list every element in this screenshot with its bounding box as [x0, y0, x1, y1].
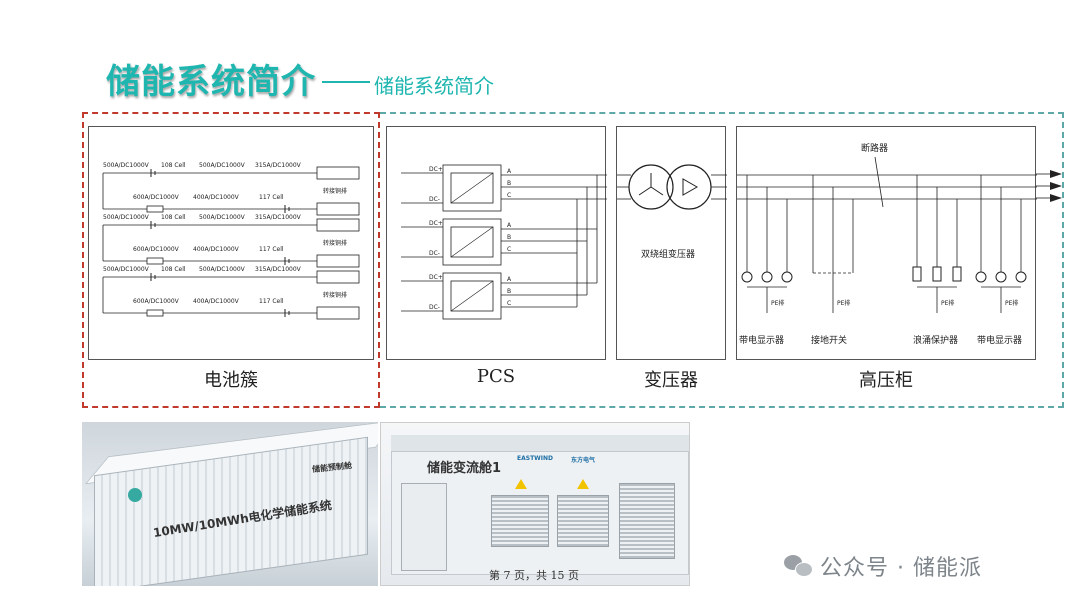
- row3-breaker1: 500A/DC1000V: [103, 266, 150, 273]
- row2-breaker1: 500A/DC1000V: [103, 214, 150, 221]
- logo-icon: [128, 488, 142, 502]
- cabin-brand-1: EASTWIND: [517, 455, 554, 462]
- pcs3-dc-minus: DC-: [429, 304, 440, 311]
- transformer-diagram: 双绕组变压器: [617, 164, 727, 260]
- cabin-vent: [619, 483, 675, 559]
- pcs1-phase-c: C: [507, 192, 511, 199]
- row3-fuse: 600A/DC1000V: [133, 298, 180, 305]
- cabin-vent: [491, 495, 549, 547]
- pcs-diagram: DC+ DC- A B C DC+ DC- A B C: [401, 164, 607, 320]
- container-photo: 10MW/10MWh电化学储能系统 储能预制舱: [82, 422, 378, 586]
- hv-breaker: 断路器: [861, 142, 888, 154]
- pcs1-phase-b: B: [507, 180, 511, 187]
- watermark-text: 公众号 · 储能派: [820, 556, 982, 581]
- indicator-group: PE排 带电显示器: [739, 175, 793, 346]
- row3-cells-top: 108 Cell: [161, 266, 186, 273]
- row2-breaker2: 500A/DC1000V: [199, 214, 246, 221]
- pcs3-phase-a: A: [507, 276, 512, 283]
- title-sub: 储能系统简介: [374, 74, 494, 98]
- row3-breaker2: 500A/DC1000V: [199, 266, 246, 273]
- hv-label: 高压柜: [859, 370, 913, 391]
- pcs2-phase-a: A: [507, 222, 512, 229]
- row2-bus: 转接铜排: [323, 239, 347, 247]
- hv-pe-3: PE排: [941, 299, 954, 307]
- row1-breaker4: 400A/DC1000V: [193, 194, 240, 201]
- pcs3-dc-plus: DC+: [429, 274, 443, 281]
- warning-icon: [515, 479, 527, 489]
- row1-breaker1: 500A/DC1000V: [103, 162, 150, 169]
- pcs1-phase-a: A: [507, 168, 512, 175]
- cabin-brand-2: 东方电气: [571, 457, 596, 464]
- cabin-vent: [557, 495, 609, 547]
- title-dash: [322, 81, 370, 83]
- row1-breaker3: 315A/DC1000V: [255, 162, 302, 169]
- pcs-unit: DC+ DC- A B C: [401, 164, 607, 212]
- row2-cells-bottom: 117 Cell: [259, 246, 284, 253]
- pcs1-dc-plus: DC+: [429, 166, 443, 173]
- row3-breaker4: 400A/DC1000V: [193, 298, 240, 305]
- hv-indicator-2: 带电显示器: [977, 334, 1022, 346]
- hv-indicator-1: 带电显示器: [739, 334, 784, 346]
- row1-breaker2: 500A/DC1000V: [199, 162, 246, 169]
- warning-icon: [577, 479, 589, 489]
- page-note: 第 7 页，共 15 页: [489, 569, 579, 582]
- title-main: 储能系统简介: [106, 62, 316, 102]
- transformer-panel: 双绕组变压器: [616, 126, 727, 360]
- hv-pe-2: PE排: [837, 299, 850, 307]
- pcs-label: PCS: [476, 366, 516, 387]
- row3-breaker3: 315A/DC1000V: [255, 266, 302, 273]
- battery-row: 500A/DC1000V 108 Cell 500A/DC1000V 315A/…: [102, 162, 360, 216]
- row3-bus: 转接铜排: [323, 291, 347, 299]
- hv-pe-1: PE排: [771, 299, 784, 307]
- transformer-type: 双绕组变压器: [641, 248, 695, 260]
- wechat-icon: [784, 555, 813, 577]
- hv-pe-4: PE排: [1005, 299, 1018, 307]
- battery-diagram: 500A/DC1000V 108 Cell 500A/DC1000V 315A/…: [102, 162, 360, 320]
- row1-fuse: 600A/DC1000V: [133, 194, 180, 201]
- hv-grounding: 接地开关: [811, 334, 847, 346]
- pcs-unit: DC+ DC- A B C: [401, 218, 597, 266]
- pcs-panel: DC+ DC- A B C DC+ DC- A B C: [386, 126, 607, 360]
- pcs2-dc-minus: DC-: [429, 250, 440, 257]
- pcs3-phase-b: B: [507, 288, 511, 295]
- pcs1-dc-minus: DC-: [429, 196, 440, 203]
- cabin-photo: 储能变流舱1 EASTWIND 东方电气 第 7 页，共 15 页: [380, 422, 690, 586]
- transformer-label: 变压器: [644, 370, 698, 391]
- slide-title: 储能系统简介 储能系统简介: [106, 54, 494, 103]
- row1-cells-bottom: 117 Cell: [259, 194, 284, 201]
- pcs2-phase-c: C: [507, 246, 511, 253]
- row2-cells-top: 108 Cell: [161, 214, 186, 221]
- cabin-caption: 储能变流舱1: [427, 461, 502, 476]
- system-zone: [380, 112, 1064, 408]
- row2-breaker3: 315A/DC1000V: [255, 214, 302, 221]
- row2-breaker4: 400A/DC1000V: [193, 246, 240, 253]
- grounding-group: PE排 接地开关: [811, 175, 854, 346]
- indicator-group: PE排 带电显示器: [975, 175, 1027, 346]
- battery-panel: 500A/DC1000V 108 Cell 500A/DC1000V 315A/…: [88, 126, 374, 360]
- watermark: 公众号 · 储能派: [784, 550, 982, 582]
- row1-bus: 转接铜排: [323, 187, 347, 195]
- hv-surge: 浪涌保护器: [913, 334, 958, 346]
- row2-fuse: 600A/DC1000V: [133, 246, 180, 253]
- pcs-unit: DC+ DC- A B C: [401, 272, 597, 320]
- cabin-door: [401, 483, 447, 571]
- battery-zone: [82, 112, 380, 408]
- battery-row: 500A/DC1000V 108 Cell 500A/DC1000V 315A/…: [102, 214, 360, 268]
- pcs2-phase-b: B: [507, 234, 511, 241]
- row1-cells-top: 108 Cell: [161, 162, 186, 169]
- hv-diagram: 断路器 PE排 带电显示器 PE排 接地开关: [737, 142, 1037, 346]
- battery-label: 电池簇: [204, 370, 258, 391]
- pcs2-dc-plus: DC+: [429, 220, 443, 227]
- surge-group: PE排 浪涌保护器: [912, 175, 962, 346]
- hv-panel: 断路器 PE排 带电显示器 PE排 接地开关: [736, 126, 1037, 360]
- row3-cells-bottom: 117 Cell: [259, 298, 284, 305]
- battery-row: 500A/DC1000V 108 Cell 500A/DC1000V 315A/…: [102, 266, 360, 320]
- pcs3-phase-c: C: [507, 300, 511, 307]
